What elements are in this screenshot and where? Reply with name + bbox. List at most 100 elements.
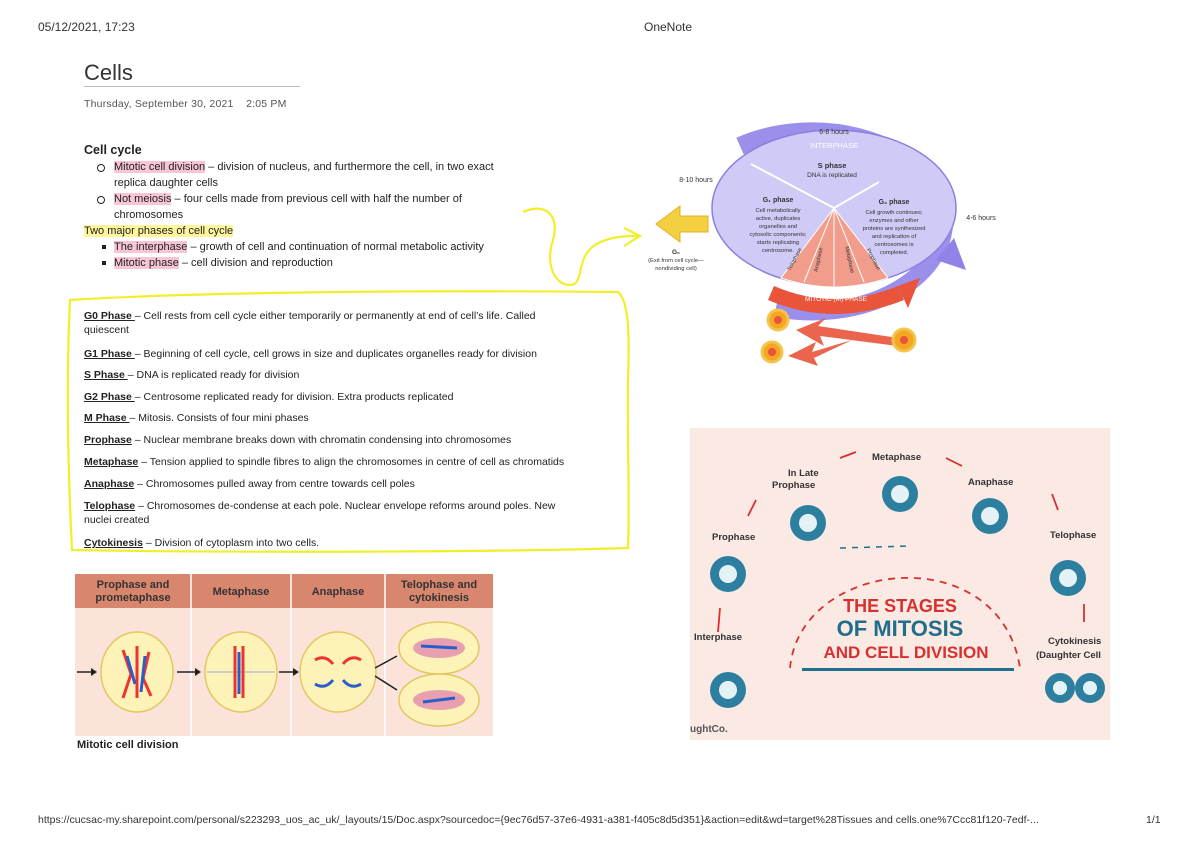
cell-nucleus (799, 514, 817, 532)
column-header: Anaphase (312, 586, 365, 598)
label-anaphase: Anaphase (968, 477, 1013, 488)
highlight-term: Not meiosis (114, 193, 172, 205)
phase-desc-cont: quiescent (84, 324, 129, 336)
cell-nucleus (768, 348, 776, 356)
label-prophase: Prophase (712, 532, 755, 543)
stages-graphic: THE STAGES OF MITOSIS AND CELL DIVISION … (690, 451, 1105, 735)
phase-term: Prophase (84, 434, 132, 446)
phase-term: M Phase (84, 412, 130, 424)
phase-desc-g2: G2 Phase – Centrosome replicated ready f… (84, 391, 453, 404)
cell-nucleus (774, 316, 782, 324)
phase-desc-s: S Phase – DNA is replicated ready for di… (84, 369, 299, 382)
highlight-term: Mitotic cell division (114, 161, 206, 173)
title-underline (84, 86, 300, 87)
g1-desc-line: starts replicating (757, 240, 799, 246)
phase-desc-telophase: Telophase – Chromosomes de-condense at e… (84, 500, 555, 513)
figure-caption: Mitotic cell division (77, 739, 179, 751)
page-title[interactable]: Cells (84, 60, 133, 85)
arrow (717, 607, 721, 633)
g2-desc-line: proteins are synthesized (863, 226, 926, 232)
chromosomes-blue (125, 655, 147, 693)
stages-title-line1: THE STAGES (843, 596, 957, 616)
footer-page-number: 1/1 (1146, 814, 1161, 826)
subheading-line: Two major phases of cell cycle (84, 224, 234, 238)
phase-desc-cytokinesis: Cytokinesis – Division of cytoplasm into… (84, 537, 319, 550)
bullet-circle (97, 196, 105, 204)
note-text: – division of nucleus, and furthermore t… (205, 161, 494, 173)
stages-title-line3: AND CELL DIVISION (824, 643, 989, 662)
phase-text: – Division of cytoplasm into two cells. (142, 537, 320, 549)
phase-text: – Cell rests from cell cycle either temp… (134, 310, 536, 322)
wheel-right-hours: 4-6 hours (966, 215, 996, 222)
dashed-line-top (839, 545, 911, 549)
figure-header-bar (75, 574, 493, 608)
cell-nucleus (1053, 681, 1067, 695)
bullet-square (102, 261, 106, 265)
cell-nucleus (981, 507, 999, 525)
label-telophase: Telophase (1050, 530, 1096, 541)
wedge-line (833, 207, 865, 283)
cell-cycle-wheel: 6-8 hours INTERPHASE 8-10 hours 4-6 hour… (648, 122, 996, 366)
phase-desc-metaphase: Metaphase – Tension applied to spindle f… (84, 456, 564, 469)
phase-term: Metaphase (84, 456, 139, 468)
mitotic-phase-label: MITOTIC (M) PHASE (805, 296, 868, 303)
phase-text: – Centrosome replicated ready for divisi… (134, 391, 454, 403)
sector-divider (833, 181, 880, 209)
ring-arrow-head (936, 238, 966, 270)
phase-desc-m: M Phase – Mitosis. Consists of four mini… (84, 412, 309, 425)
column-header: Metaphase (213, 586, 270, 598)
stages-infographic: THE STAGES OF MITOSIS AND CELL DIVISION … (690, 428, 1110, 740)
print-app-name: OneNote (644, 20, 693, 34)
note-text: – growth of cell and continuation of nor… (187, 241, 484, 253)
label-late-prophase-2: Prophase (772, 480, 815, 491)
wheel-top-hours: 6-8 hours (819, 129, 849, 136)
phase-term: Anaphase (84, 478, 135, 490)
wheel-interphase-label: INTERPHASE (810, 141, 858, 150)
cell-nucleus (719, 681, 737, 699)
note-line: Not meiosis – four cells made from previ… (114, 192, 462, 206)
phase-text: – Tension applied to spindle fibres to a… (138, 456, 565, 468)
bullet-circle (97, 164, 105, 172)
stage-arrow-head (293, 668, 299, 676)
header-line: prometaphase (95, 592, 170, 604)
note-text: – cell division and reproduction (178, 257, 333, 269)
g1-desc-line: organelles and (759, 224, 797, 230)
anaphase-cell (299, 631, 377, 713)
cell-nucleus (1059, 569, 1077, 587)
phase-term: G2 Phase (84, 391, 135, 403)
phase-line: Mitotic phase – cell division and reprod… (114, 256, 333, 270)
header-line: cytokinesis (409, 592, 469, 604)
chromosomes-red (314, 656, 362, 665)
page-time: 2:05 PM (246, 98, 287, 110)
g2-desc-line: Cell growth continues; (865, 210, 922, 216)
cell-nucleus (891, 485, 909, 503)
s-phase-title: S phase (818, 161, 847, 170)
phase-text: – Mitosis. Consists of four mini phases (129, 412, 309, 424)
stages-title-line2: OF MITOSIS (837, 616, 964, 641)
stage-arrow-head (195, 668, 201, 676)
phase-term: G0 Phase (84, 310, 135, 322)
arrow (945, 457, 963, 467)
sub-phase-label: Anaphase (814, 247, 825, 272)
chromatin (420, 644, 458, 704)
chromosomes-blue (314, 679, 362, 688)
phase-text: – Nuclear membrane breaks down with chro… (131, 434, 512, 446)
cell-nucleus (900, 336, 908, 344)
note-line: Mitotic cell division – division of nucl… (114, 160, 494, 174)
note-line-cont: chromosomes (114, 209, 184, 221)
phase-desc-g1: G1 Phase – Beginning of cell cycle, cell… (84, 348, 537, 361)
phase-desc-prophase: Prophase – Nuclear membrane breaks down … (84, 434, 511, 447)
g1-desc-line: centrosome. (762, 248, 794, 254)
print-datetime: 05/12/2021, 17:23 (38, 20, 135, 34)
phase-term: S Phase (84, 369, 128, 381)
label-cytokinesis-1: Cytokinesis (1048, 636, 1101, 647)
two-major-phases-heading: Two major phases of cell cycle (84, 225, 234, 237)
page-date-day: Thursday, September 30, 2021 (84, 98, 234, 110)
header-line: Telophase and (401, 579, 477, 591)
arrow (747, 499, 757, 517)
stage-arrow (374, 655, 398, 691)
highlight-term: Mitotic phase (114, 257, 179, 269)
bullet-square (102, 245, 106, 249)
phase-desc-anaphase: Anaphase – Chromosomes pulled away from … (84, 478, 415, 491)
